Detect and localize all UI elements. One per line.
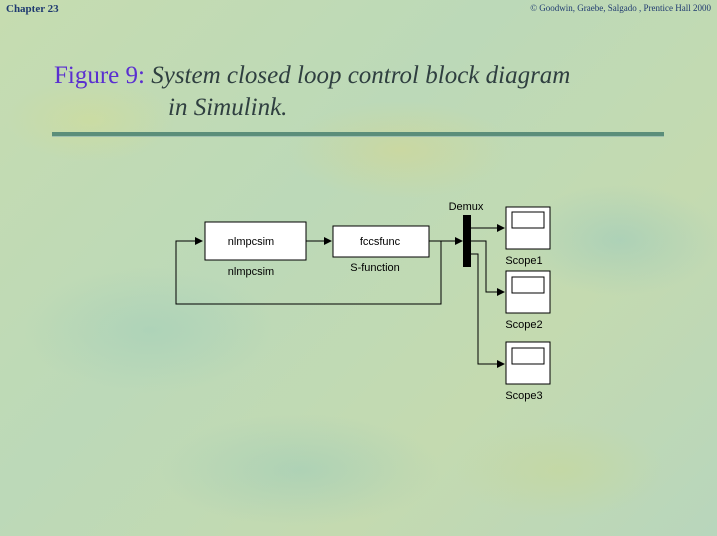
scope1-block[interactable] — [505, 206, 551, 250]
scope3-label: Scope3 — [505, 390, 542, 402]
wire-demux-to-scope3 — [471, 253, 505, 368]
controller-block-label: S-function — [350, 262, 400, 274]
scope3-block[interactable] — [505, 341, 551, 385]
title-divider — [52, 132, 664, 137]
plant-block-label: nlmpcsim — [228, 266, 274, 278]
wire-demux-to-scope2 — [471, 240, 505, 296]
figure-number: Figure 9: — [54, 62, 145, 89]
controller-block[interactable]: fccsfunc — [332, 225, 430, 258]
scope2-label: Scope2 — [505, 319, 542, 331]
plant-block[interactable]: nlmpcsim — [204, 221, 307, 261]
copyright-notice: © Goodwin, Graebe, Salgado , Prentice Ha… — [530, 3, 711, 13]
figure-title: Figure 9: System closed loop control blo… — [54, 60, 674, 124]
demux-label: Demux — [449, 201, 484, 213]
plant-block-text: nlmpcsim — [228, 236, 274, 248]
controller-block-text: fccsfunc — [360, 236, 401, 248]
scope1-label: Scope1 — [505, 255, 542, 267]
signal-wires — [175, 224, 505, 368]
figure-title-line2: in Simulink. — [168, 94, 288, 121]
chapter-label: Chapter 23 — [6, 3, 59, 15]
wire-feedback-loop — [175, 237, 442, 305]
demux-block[interactable] — [463, 215, 471, 267]
figure-title-line1: System closed loop control block diagram — [151, 62, 571, 89]
scope2-block[interactable] — [505, 270, 551, 314]
